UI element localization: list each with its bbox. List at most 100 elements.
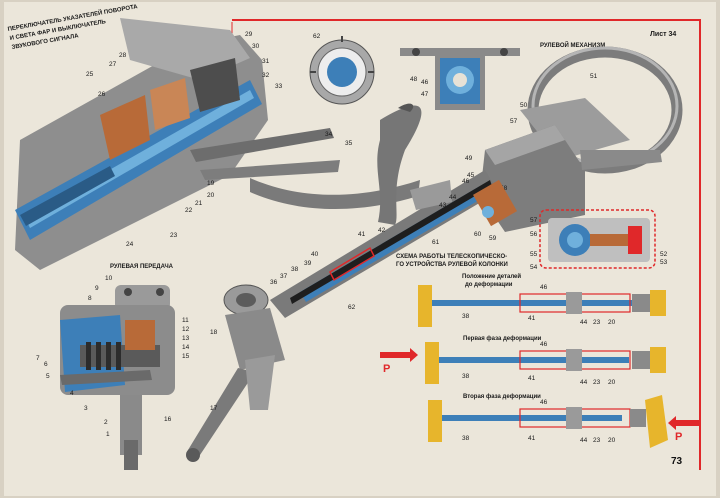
lock-frame xyxy=(539,209,656,269)
callout-57: 57 xyxy=(510,118,518,125)
wheel-rim-left xyxy=(377,105,422,225)
callout-8: 8 xyxy=(88,295,92,302)
callout-3: 3 xyxy=(84,405,88,412)
bracket-hole-center xyxy=(453,73,467,87)
callout-17: 17 xyxy=(210,405,218,412)
callout-24: 24 xyxy=(126,241,134,248)
phase-1-diagram: P 46 38 41 44 23 20 xyxy=(380,341,666,386)
callout-43: 43 xyxy=(439,202,447,209)
phase2-callout-41: 41 xyxy=(528,435,536,442)
phase2-caption: Вторая фаза деформации xyxy=(463,393,541,400)
shaft-red-section xyxy=(329,246,375,282)
force-label-2: P xyxy=(675,431,682,443)
steering-wheel-assembly: 51 50 57 58 xyxy=(480,46,683,232)
phase2-callout-20: 20 xyxy=(608,437,616,444)
callout-29: 29 xyxy=(245,31,253,38)
phase-0-diagram: 46 38 41 44 23 20 xyxy=(418,284,666,327)
callout-47: 47 xyxy=(421,91,429,98)
gear-tooth-1 xyxy=(86,342,91,370)
callout-12: 12 xyxy=(182,326,190,333)
phase0-callout-44: 44 xyxy=(580,319,588,326)
hub-bearing xyxy=(190,58,240,112)
callout-62-top: 62 xyxy=(313,33,321,40)
steering-gear-box xyxy=(60,285,175,470)
callout-51: 51 xyxy=(590,73,598,80)
stalk-lever xyxy=(190,128,334,162)
lower-joint-core xyxy=(236,293,256,307)
force-arrow-1 xyxy=(380,348,418,362)
phase0-wheel xyxy=(632,294,650,312)
wheel-hub-cover xyxy=(520,98,630,160)
callout-1: 1 xyxy=(106,431,110,438)
idler-bracket xyxy=(245,355,275,410)
phase1-shaft xyxy=(439,357,629,363)
gear-tooth-4 xyxy=(116,342,121,370)
phase1-clamp xyxy=(566,349,582,371)
wheel-spoke xyxy=(250,178,420,210)
gear-callouts: 10 9 8 11 12 13 14 15 7 6 5 4 3 2 1 16 xyxy=(36,275,190,438)
deformation-phases: Положение деталей до деформации 46 38 41… xyxy=(380,273,700,448)
phase1-callout-20: 20 xyxy=(608,379,616,386)
phase2-callout-23: 23 xyxy=(593,437,601,444)
gear-output-spline xyxy=(124,440,138,470)
callout-41: 41 xyxy=(358,231,366,238)
shaft-inner xyxy=(290,180,492,304)
phase0-caption-1: Положение деталей xyxy=(462,273,521,280)
callout-44: 44 xyxy=(449,194,457,201)
callout-32: 32 xyxy=(262,72,270,79)
phase1-callout-23: 23 xyxy=(593,379,601,386)
callout-21: 21 xyxy=(195,200,203,207)
callout-15: 15 xyxy=(182,353,190,360)
steering-shaft-diagonal: 49 45 46 44 43 42 41 60 59 61 40 39 38 3… xyxy=(270,155,517,318)
phase0-shaft xyxy=(432,300,632,306)
pitman-arm xyxy=(188,368,255,455)
callout-25: 25 xyxy=(86,71,94,78)
steering-column-cutaway xyxy=(15,18,422,270)
callout-52: 52 xyxy=(660,251,668,258)
gear-input-shaft xyxy=(60,370,152,385)
callout-30: 30 xyxy=(252,43,260,50)
gear-tooth-3 xyxy=(106,342,111,370)
callout-6: 6 xyxy=(44,361,48,368)
callout-31: 31 xyxy=(262,58,270,65)
gear-tooth-2 xyxy=(96,342,101,370)
callout-18: 18 xyxy=(210,329,218,336)
switch-copper-right xyxy=(150,78,190,130)
phase-2-diagram: P 46 38 41 44 23 20 xyxy=(428,395,700,448)
callout-59: 59 xyxy=(489,235,497,242)
pitman-ball xyxy=(186,448,200,462)
lock-latch xyxy=(628,226,642,254)
callout-45: 45 xyxy=(467,172,475,179)
gear-bolt-1 xyxy=(124,288,132,296)
shaft-bracket xyxy=(410,180,452,210)
callout-40: 40 xyxy=(311,251,319,258)
callout-55: 55 xyxy=(530,251,538,258)
phase0-callout-41: 41 xyxy=(528,315,536,322)
callout-22: 22 xyxy=(185,207,193,214)
bracket-bolt-right xyxy=(500,48,508,56)
phase2-callout-46: 46 xyxy=(540,399,548,406)
callout-10: 10 xyxy=(105,275,113,282)
phase1-plate xyxy=(425,342,439,384)
callout-50: 50 xyxy=(520,102,528,109)
callout-7: 7 xyxy=(36,355,40,362)
callout-48: 48 xyxy=(410,76,418,83)
flange-block xyxy=(473,179,517,227)
phase1-caption: Первая фаза деформации xyxy=(463,335,542,342)
lower-gear-block xyxy=(225,308,285,370)
callout-14: 14 xyxy=(182,344,190,351)
lock-bolt xyxy=(590,234,628,246)
phase0-bracket xyxy=(650,290,666,316)
phase0-callout-46: 46 xyxy=(540,284,548,291)
callout-62: 62 xyxy=(348,304,356,311)
callout-34: 34 xyxy=(325,131,333,138)
wheel-spoke-lower xyxy=(580,150,662,170)
callout-57-lock: 57 xyxy=(530,217,538,224)
gear-teeth xyxy=(86,342,121,370)
callout-16: 16 xyxy=(164,416,172,423)
callout-36: 36 xyxy=(270,279,278,286)
callout-46b: 46 xyxy=(462,178,470,185)
pitman-arm-assembly: 18 17 xyxy=(186,284,285,462)
phase1-wheel xyxy=(632,351,650,369)
